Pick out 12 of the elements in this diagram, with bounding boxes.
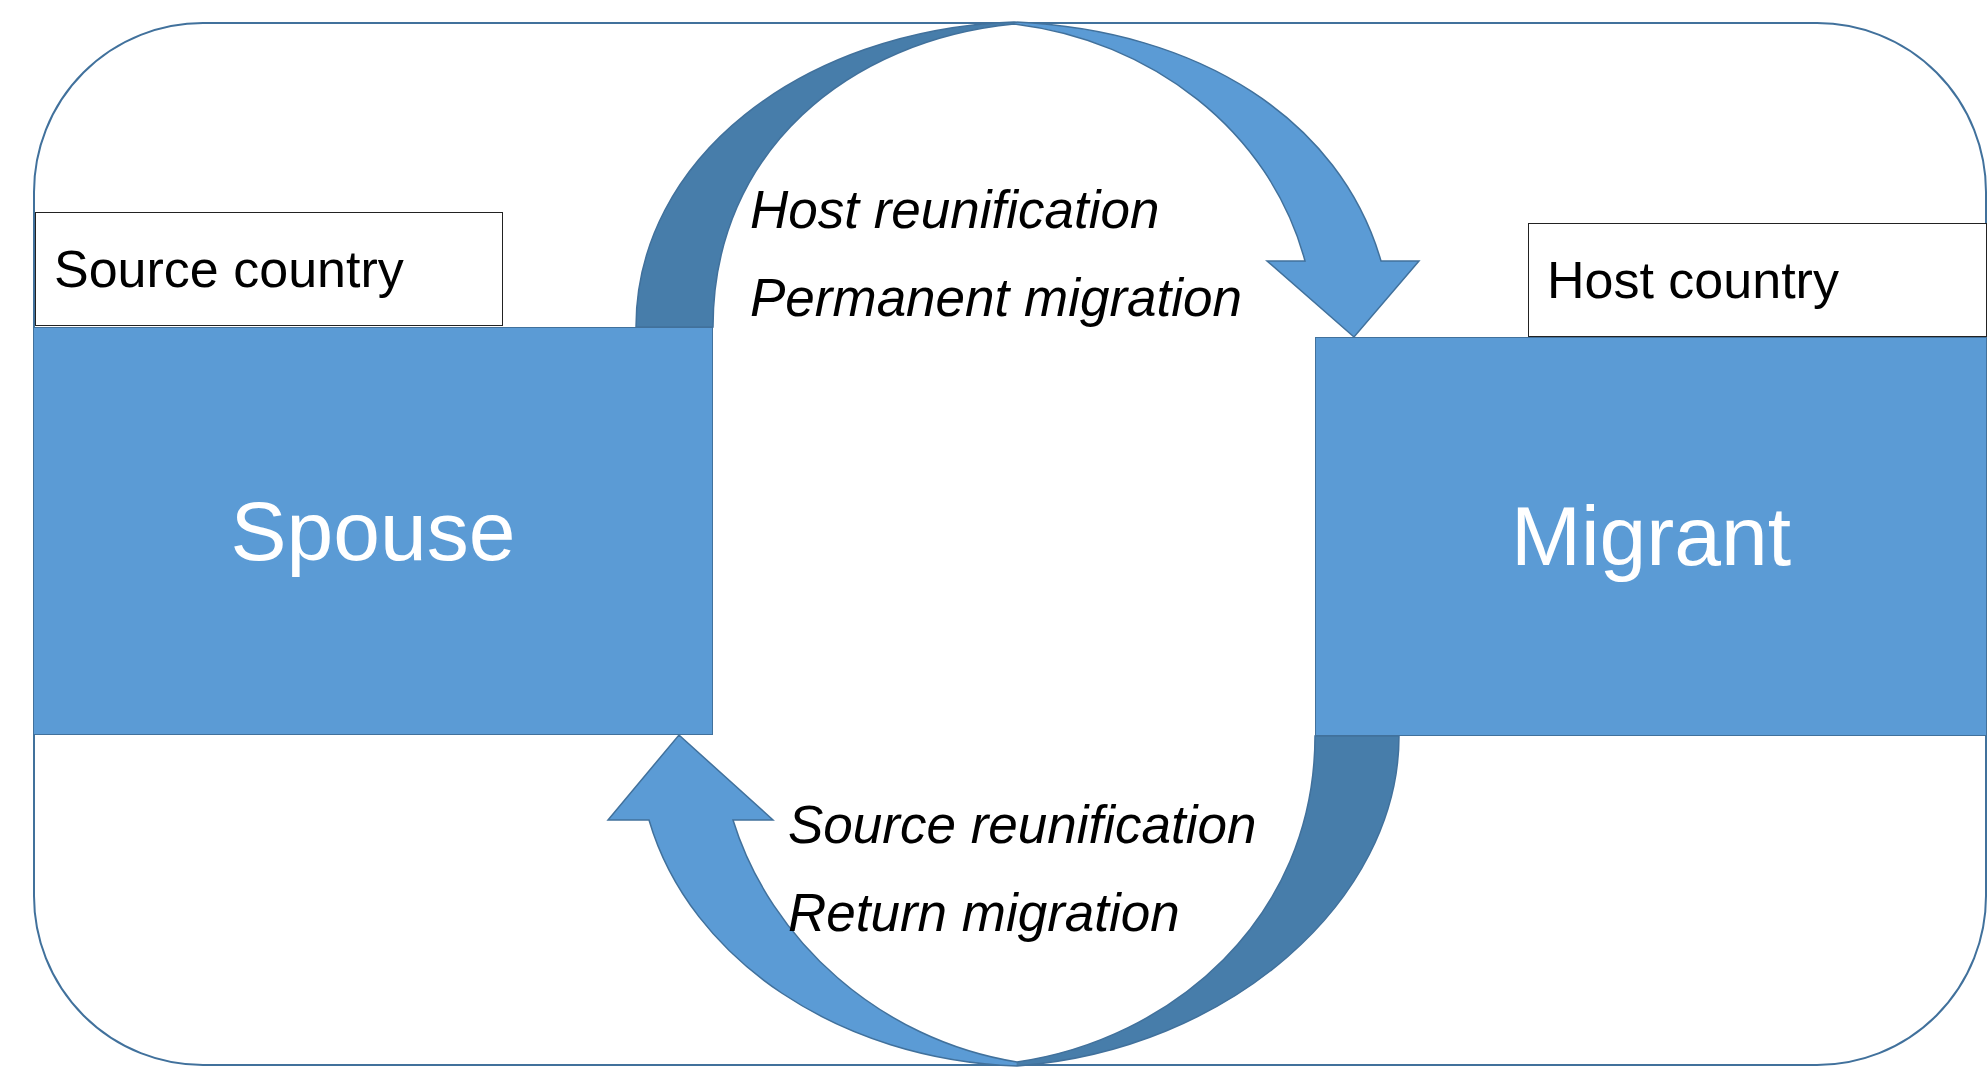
- flow-label: Source reunification: [788, 798, 1257, 851]
- node-label: Migrant: [1510, 488, 1792, 585]
- label-box: [1528, 223, 1987, 337]
- process-box: [33, 327, 713, 735]
- curved-block-arrow: [607, 734, 1400, 1067]
- country-label: Host country: [1547, 250, 1839, 310]
- node-label: Spouse: [230, 482, 516, 580]
- flow-label: Host reunification: [750, 183, 1160, 236]
- label-box: [35, 212, 503, 326]
- process-box: [1315, 337, 1987, 736]
- curved-block-arrow: [635, 21, 1420, 338]
- country-label: Source country: [54, 239, 404, 299]
